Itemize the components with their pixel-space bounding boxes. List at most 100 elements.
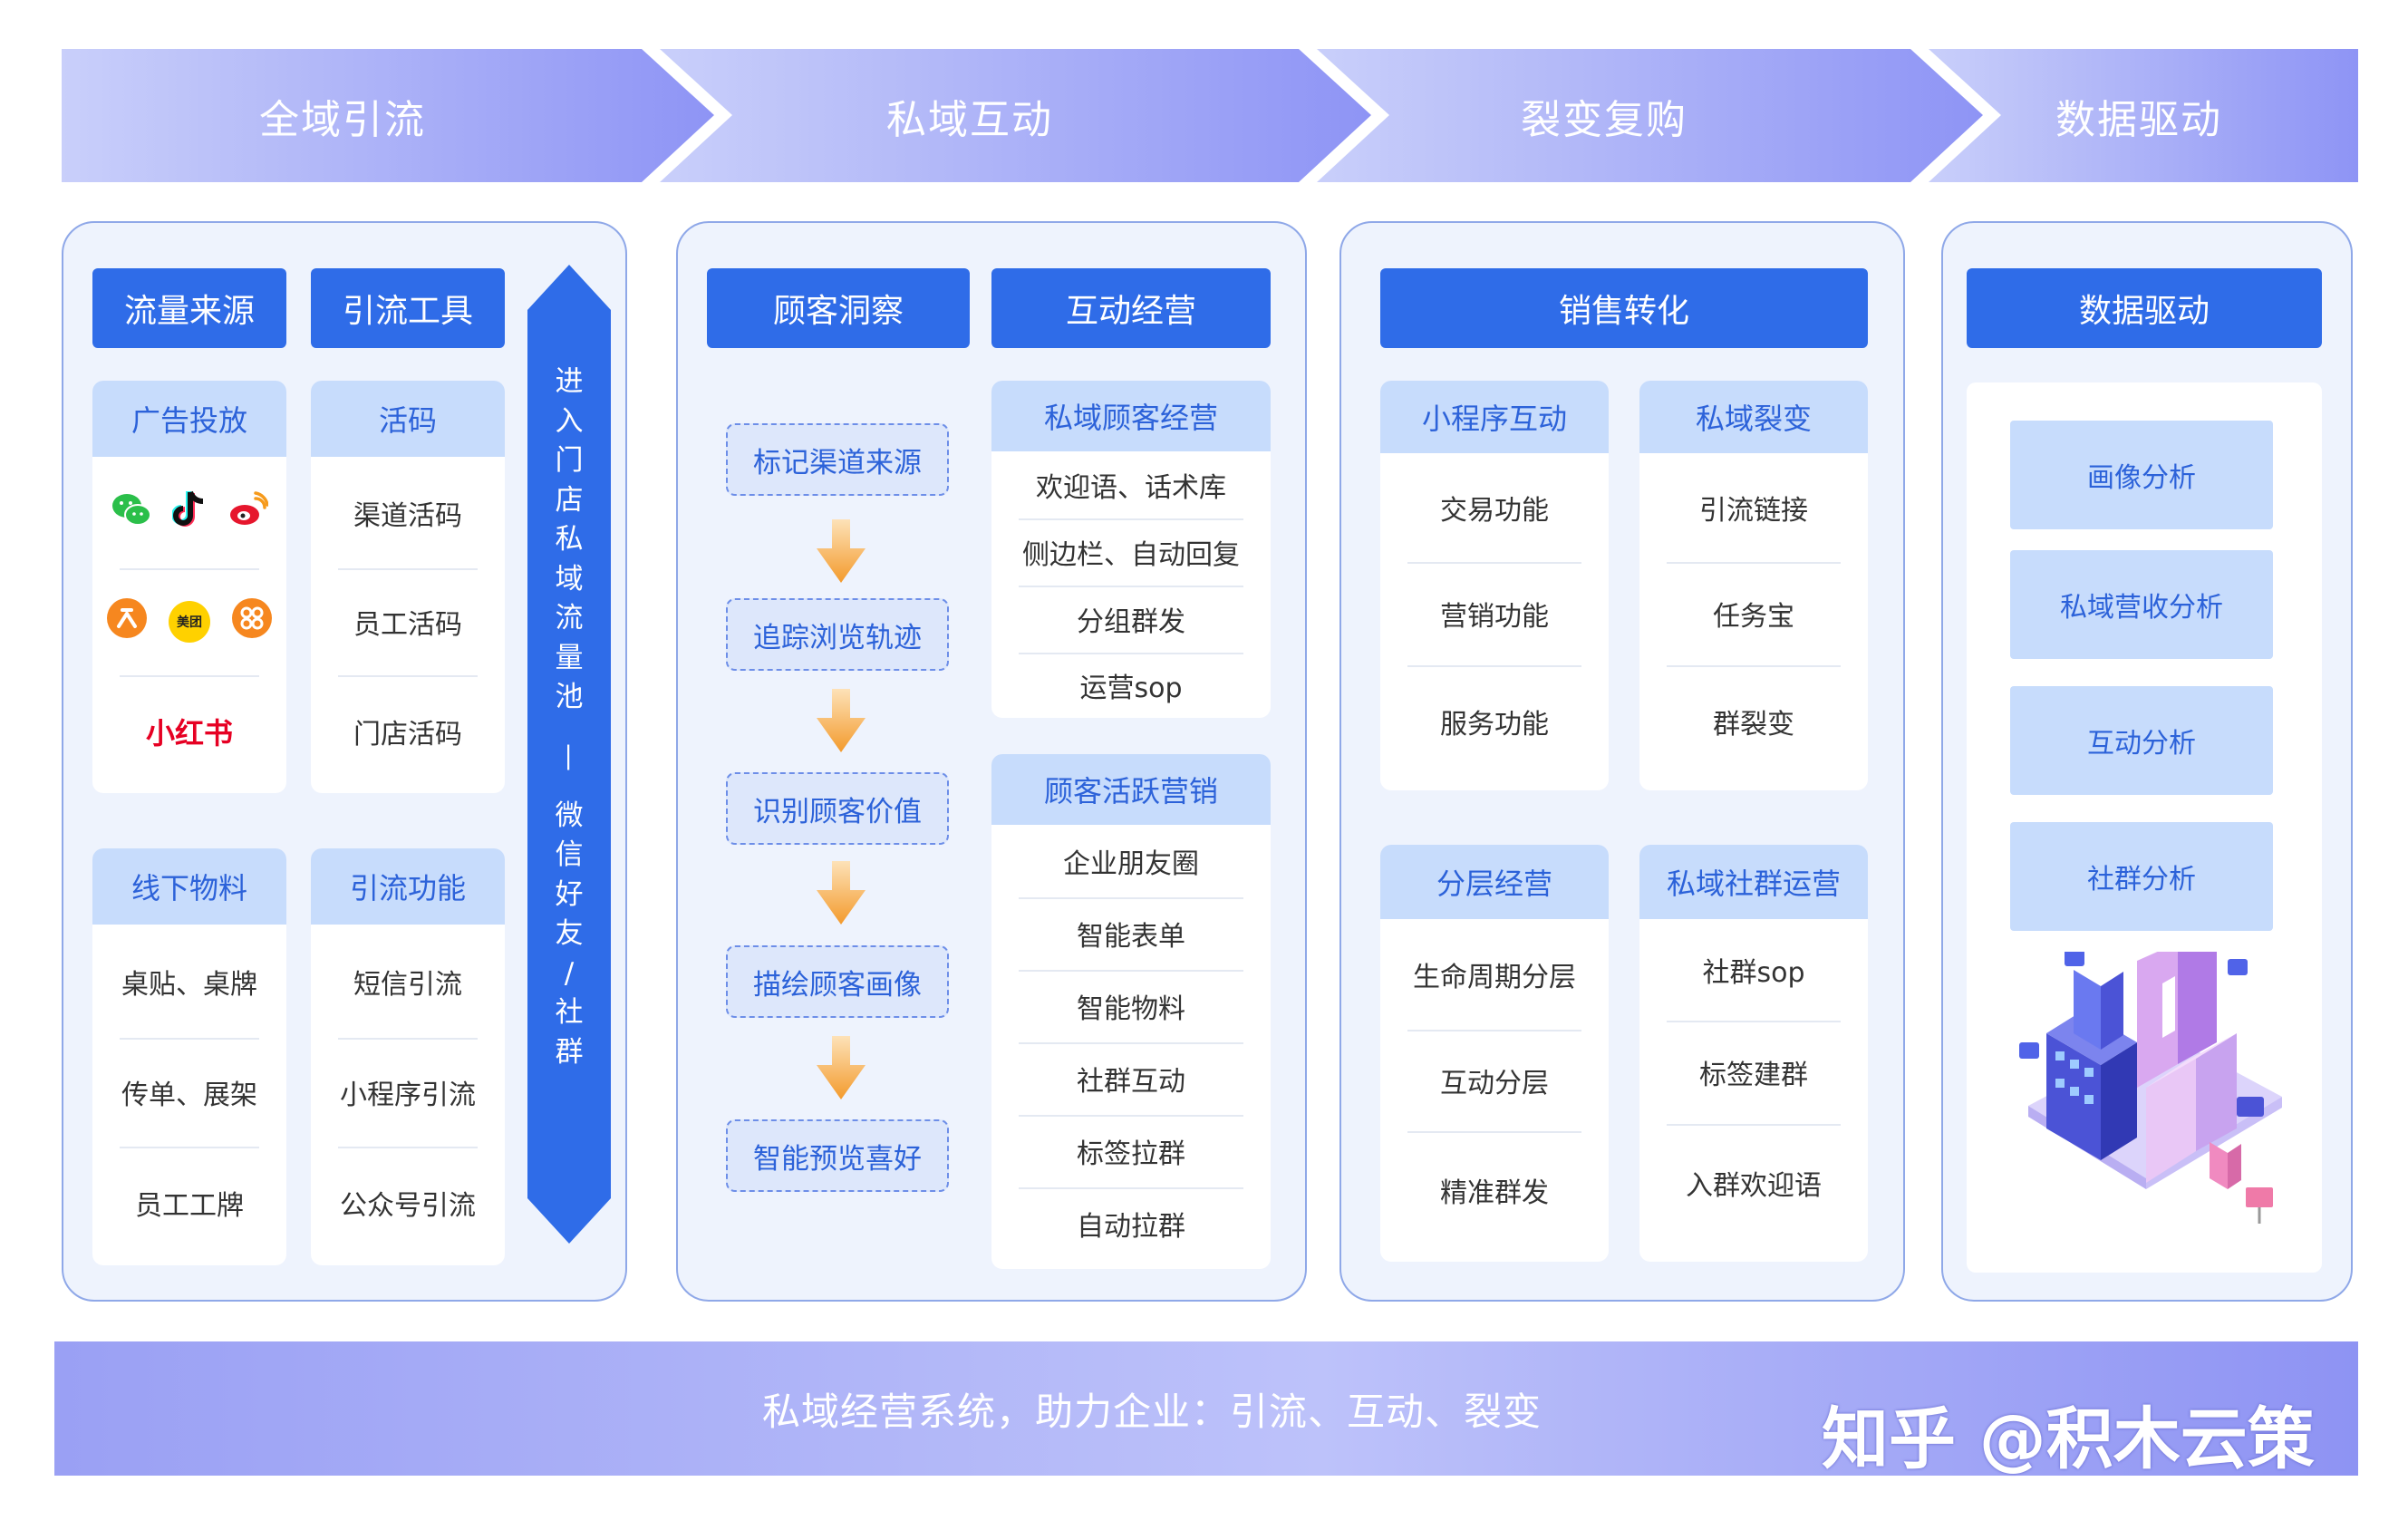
card-live-codes: 活码 渠道活码 员工活码 门店活码 xyxy=(311,381,505,793)
douyin-icon xyxy=(171,489,208,537)
card-private-fission: 私域裂变 引流链接 任务宝 群裂变 xyxy=(1639,381,1868,790)
card-title: 分层经营 xyxy=(1380,845,1609,919)
card-private-customer-ops: 私域顾客经营 欢迎语、话术库 侧边栏、自动回复 分组群发 运营sop xyxy=(991,381,1271,718)
eleme-icon xyxy=(231,597,273,646)
list-item: 门店活码 xyxy=(311,675,505,788)
list-item: 侧边栏、自动回复 xyxy=(991,518,1271,586)
vertical-text-char: 入 xyxy=(555,404,584,438)
step-draw-profile: 描绘顾客画像 xyxy=(726,945,949,1018)
list-item: 员工活码 xyxy=(311,568,505,675)
arrow-down-icon xyxy=(817,689,866,752)
card-title: 私域顾客经营 xyxy=(991,381,1271,451)
footer-slogan-text: 私域经营系统，助力企业：引流、互动、裂变 xyxy=(761,1389,1542,1434)
dianping-icon xyxy=(106,597,148,646)
card-offline-materials: 线下物料 桌贴、桌牌 传单、展架 员工工牌 xyxy=(92,848,286,1265)
list-item: 任务宝 xyxy=(1639,562,1868,665)
list-item: 精准群发 xyxy=(1380,1131,1609,1249)
vertical-text-char: 域 xyxy=(555,562,584,596)
vertical-text-char: 流 xyxy=(555,602,584,634)
vertical-text-char: 店 xyxy=(555,483,584,517)
card-customer-activation: 顾客活跃营销 企业朋友圈 智能表单 智能物料 社群互动 标签拉群 自动拉群 xyxy=(991,754,1271,1269)
vertical-text-char: 私 xyxy=(555,523,584,556)
icon-row-local: 美团 xyxy=(92,568,286,675)
card-community-ops: 私域社群运营 社群sop 标签建群 入群欢迎语 xyxy=(1639,845,1868,1262)
vertical-double-arrow xyxy=(527,265,611,1244)
list-item: 交易功能 xyxy=(1440,495,1549,527)
card-title: 小程序互动 xyxy=(1380,381,1609,453)
list-item: 社群互动 xyxy=(991,1042,1271,1115)
step-predict-preference: 智能预览喜好 xyxy=(726,1119,949,1192)
list-item: 小程序引流 xyxy=(311,1038,505,1147)
step-identify-value: 识别顾客价值 xyxy=(726,772,949,845)
header-interaction-ops: 互动经营 xyxy=(991,268,1271,348)
card-miniapp-interaction: 小程序互动 交易功能 营销功能 服务功能 xyxy=(1380,381,1609,790)
stage-label-3: 裂变复购 xyxy=(1521,96,1688,143)
card-title: 活码 xyxy=(311,381,505,457)
card-title: 引流功能 xyxy=(311,848,505,925)
vertical-flow-text: 进入门店私域流量池—微信好友/社群 xyxy=(527,363,611,1142)
list-item: 营销功能 xyxy=(1380,562,1609,665)
list-item: 短信引流 xyxy=(353,968,462,1001)
list-item: 传单、展架 xyxy=(92,1038,286,1147)
header-data-driven: 数据驱动 xyxy=(1967,268,2322,348)
vertical-text-char: 微 xyxy=(555,799,584,832)
card-traffic-features: 引流功能 短信引流 小程序引流 公众号引流 xyxy=(311,848,505,1265)
list-item: 入群欢迎语 xyxy=(1639,1124,1868,1242)
footer-banner xyxy=(54,1341,2358,1476)
wechat-icon xyxy=(111,491,152,535)
list-item: 运营sop xyxy=(991,653,1271,718)
item-profile-analysis: 画像分析 xyxy=(2010,421,2273,529)
list-item: 智能物料 xyxy=(991,970,1271,1042)
vertical-text-char: 量 xyxy=(555,641,584,674)
vertical-text-char: 社 xyxy=(555,996,584,1029)
vertical-text-char: 信 xyxy=(555,838,584,871)
list-item: 标签建群 xyxy=(1639,1021,1868,1124)
card-title: 线下物料 xyxy=(92,848,286,925)
list-item: 分组群发 xyxy=(991,586,1271,653)
footer-slogan: 私域经营系统，助力企业：引流、互动、裂变 xyxy=(54,1341,2358,1476)
vertical-text-char: 门 xyxy=(555,444,584,477)
card-layered-ops: 分层经营 生命周期分层 互动分层 精准群发 xyxy=(1380,845,1609,1262)
list-item: 社群sop xyxy=(1702,957,1805,989)
header-customer-insight: 顾客洞察 xyxy=(707,268,970,348)
weibo-icon xyxy=(228,490,269,535)
isometric-city-illustration xyxy=(2019,952,2282,1224)
zhihu-watermark: 知乎 @积木云策 xyxy=(1822,1400,2315,1478)
list-item: 群裂变 xyxy=(1639,665,1868,778)
list-item: 智能表单 xyxy=(991,897,1271,970)
list-item: 生命周期分层 xyxy=(1413,962,1576,993)
list-item: 欢迎语、话术库 xyxy=(1036,472,1226,504)
item-interaction-analysis: 互动分析 xyxy=(2010,686,2273,795)
list-item: 自动拉群 xyxy=(991,1187,1271,1260)
stage-label-4: 数据驱动 xyxy=(2055,96,2222,143)
item-revenue-analysis: 私域营收分析 xyxy=(2010,550,2273,659)
vertical-text-char: 进 xyxy=(555,365,584,398)
card-ad-placement: 广告投放 美团 小红书 xyxy=(92,381,286,793)
meituan-icon: 美团 xyxy=(168,600,211,644)
vertical-text-char: 群 xyxy=(555,1035,584,1069)
card-title: 私域社群运营 xyxy=(1639,845,1868,919)
card-title: 私域裂变 xyxy=(1639,381,1868,453)
list-item: 标签拉群 xyxy=(991,1115,1271,1187)
vertical-text-char: / xyxy=(564,956,575,990)
step-track-browsing: 追踪浏览轨迹 xyxy=(726,598,949,671)
list-item: 桌贴、桌牌 xyxy=(121,968,257,1001)
meituan-label: 美团 xyxy=(177,615,202,630)
list-item: 服务功能 xyxy=(1380,665,1609,778)
header-traffic-tools: 引流工具 xyxy=(311,268,505,348)
step-mark-channel: 标记渠道来源 xyxy=(726,423,949,496)
stage-label-1: 全域引流 xyxy=(259,96,426,143)
stage-chevron-strip xyxy=(62,49,2358,182)
icon-row-xiaohongshu: 小红书 xyxy=(92,675,286,788)
icon-row-social xyxy=(92,457,286,568)
arrow-down-icon xyxy=(817,861,866,925)
list-item: 企业朋友圈 xyxy=(1063,848,1199,880)
vertical-text-char: 好 xyxy=(555,877,584,911)
item-community-analysis: 社群分析 xyxy=(2010,822,2273,931)
stage-label-2: 私域互动 xyxy=(886,96,1053,143)
card-title: 顾客活跃营销 xyxy=(991,754,1271,825)
list-item: 引流链接 xyxy=(1699,495,1808,527)
vertical-text-char: 池 xyxy=(555,681,584,713)
card-title: 广告投放 xyxy=(92,381,286,457)
header-traffic-source: 流量来源 xyxy=(92,268,286,348)
